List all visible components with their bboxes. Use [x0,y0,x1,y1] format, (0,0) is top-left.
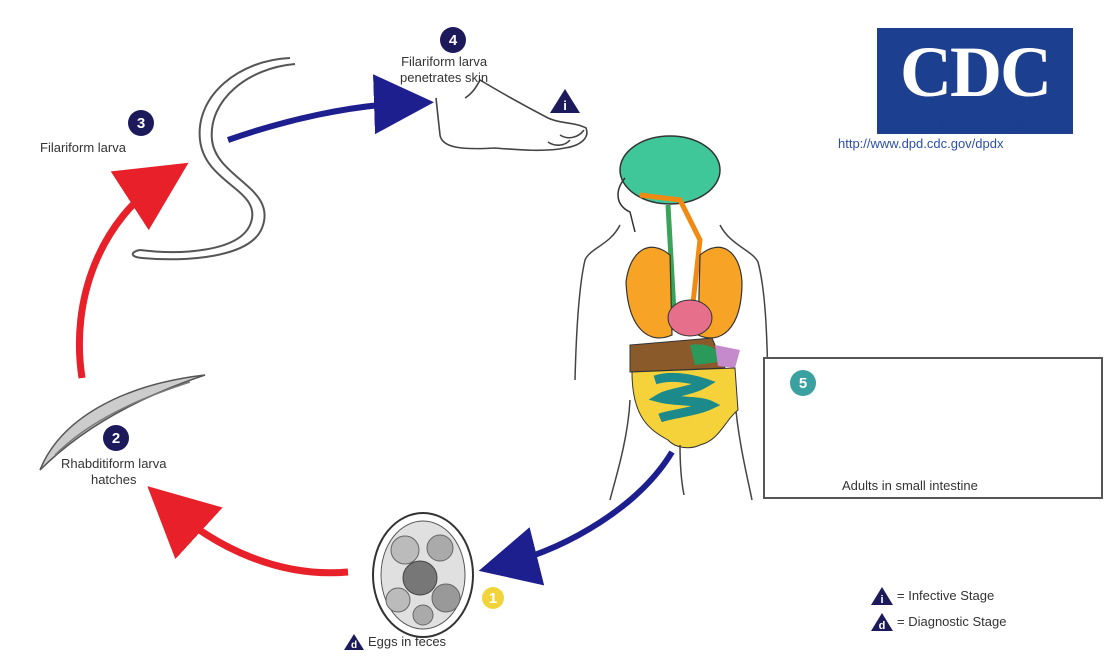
stage-4-label: Filariform larva penetrates skin [400,54,488,86]
arrow-2-to-3 [79,178,165,378]
filariform-larva-illustration [133,58,295,259]
arrow-3-to-4 [228,103,410,140]
stage-4-badge: 4 [440,27,466,53]
stage-1-label: Eggs in feces [368,634,446,650]
cdc-logo: CDC [877,28,1073,134]
svg-text:d: d [879,620,886,632]
human-body-illustration [575,136,768,500]
arrow-1-to-2 [168,505,348,573]
stage-5-badge: 5 [790,370,816,396]
svg-text:d: d [351,640,357,651]
stage-2-badge: 2 [103,425,129,451]
legend-infective-label: = Infective Stage [897,588,994,604]
egg-illustration [373,513,473,637]
stage-3-label: Filariform larva [40,140,126,156]
diagnostic-stage-marker-icon: d [343,633,365,651]
legend-infective-icon: i [870,586,894,606]
infective-stage-marker-icon: i [549,88,581,114]
svg-text:i: i [563,98,567,113]
stage-5-label: Adults in small intestine [842,478,978,494]
legend-diagnostic-icon: d [870,612,894,632]
legend-diagnostic-label: = Diagnostic Stage [897,614,1006,630]
cdc-url[interactable]: http://www.dpd.cdc.gov/dpdx [838,136,1003,151]
arrow-body-to-1 [502,452,672,565]
stage-2-label: Rhabditiform larva hatches [61,456,167,488]
svg-text:i: i [880,594,883,606]
stage-1-badge: 1 [482,587,504,609]
cdc-tagline: SAFER·HEALTHIER·PEOPLE [877,124,1073,131]
cdc-logo-text: CDC [877,32,1073,112]
stage-3-badge: 3 [128,110,154,136]
